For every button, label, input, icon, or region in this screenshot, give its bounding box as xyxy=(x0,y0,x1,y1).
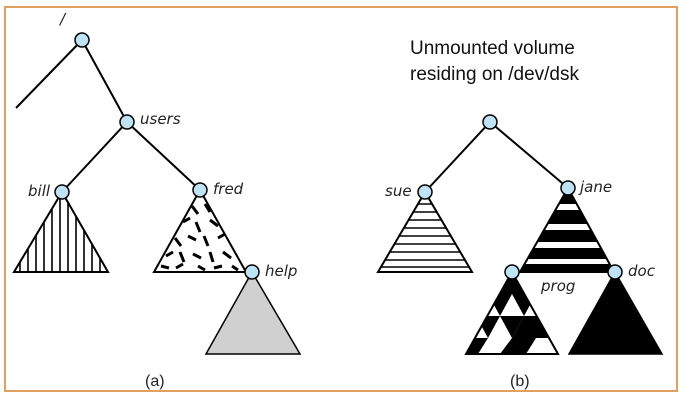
caption-a: (a) xyxy=(145,373,165,390)
tree-b: Unmounted volume residing on /dev/dsk xyxy=(376,38,664,390)
node-doc xyxy=(607,264,623,280)
label-jane: jane xyxy=(578,178,612,196)
label-fred: fred xyxy=(213,180,244,198)
edge-root-left xyxy=(15,39,83,109)
label-sue: sue xyxy=(385,182,412,200)
label-doc: doc xyxy=(628,262,656,280)
label-bill: bill xyxy=(28,182,51,200)
tree-a: / users bill fred help (a) xyxy=(12,10,302,390)
help-subtree xyxy=(204,270,302,355)
node-prog xyxy=(504,264,520,280)
jane-subtree xyxy=(518,185,616,273)
label-prog: prog xyxy=(540,277,575,295)
fred-subtree xyxy=(152,187,248,273)
edge-root-jane xyxy=(489,121,569,189)
edge-users-fred xyxy=(126,121,201,191)
node-bill xyxy=(54,184,70,200)
node-sue xyxy=(417,184,433,200)
caption-b: (b) xyxy=(510,373,530,390)
label-root: / xyxy=(58,10,67,28)
label-users: users xyxy=(140,110,181,128)
node-root xyxy=(74,32,90,48)
node-fred xyxy=(192,182,208,198)
label-help: help xyxy=(265,262,297,280)
edge-users-bill xyxy=(61,121,128,193)
volume-title-line1: Unmounted volume xyxy=(410,38,575,59)
sue-subtree xyxy=(376,190,474,273)
node-users xyxy=(119,114,135,130)
node-jane xyxy=(560,180,576,196)
edge-root-sue xyxy=(424,121,491,193)
node-volume-root xyxy=(482,114,498,130)
doc-subtree xyxy=(567,270,664,355)
volume-title-line2: residing on /dev/dsk xyxy=(410,64,579,85)
node-help xyxy=(244,264,260,280)
edge-root-users xyxy=(81,39,128,123)
bill-subtree xyxy=(12,190,110,273)
prog-subtree xyxy=(464,269,560,355)
